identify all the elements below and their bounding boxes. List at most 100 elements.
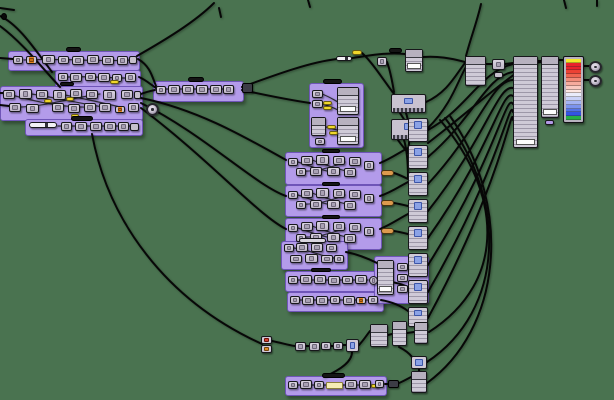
gh-component-capsl[interactable]	[299, 238, 326, 243]
gh-component-std[interactable]	[72, 56, 84, 65]
gh-component-yslider[interactable]	[323, 101, 332, 105]
gh-component-colcomp[interactable]	[408, 145, 428, 169]
gh-component-tallpanel[interactable]	[337, 87, 359, 115]
gh-component-orange[interactable]	[115, 106, 125, 113]
gh-component-std[interactable]	[85, 73, 96, 81]
gh-component-std[interactable]	[210, 85, 222, 94]
gh-component-std[interactable]	[327, 167, 340, 176]
gh-component-std[interactable]	[117, 56, 128, 65]
gh-component-bigpanel[interactable]	[541, 56, 559, 118]
gh-component-std[interactable]	[333, 156, 345, 165]
gh-component-std[interactable]	[321, 255, 333, 263]
gh-component-std[interactable]	[330, 296, 340, 304]
gh-component-colcomp[interactable]	[408, 172, 428, 196]
gh-component-circle[interactable]	[146, 103, 159, 116]
gh-component-std[interactable]	[128, 103, 139, 112]
gh-component-std[interactable]	[288, 381, 298, 389]
gh-component-opill[interactable]	[381, 200, 394, 206]
gh-component-std[interactable]	[99, 103, 111, 112]
gh-component-std[interactable]	[300, 275, 312, 284]
gh-component-std[interactable]	[36, 90, 48, 99]
gh-component-dark[interactable]	[322, 373, 345, 378]
gh-component-std[interactable]	[19, 89, 32, 99]
gh-component-std[interactable]	[103, 90, 116, 100]
gh-component-std[interactable]	[3, 90, 15, 99]
gh-component-circle[interactable]	[589, 61, 602, 73]
gh-component-circle[interactable]	[589, 75, 602, 87]
gh-component-panelrows[interactable]	[370, 324, 388, 347]
gh-component-std[interactable]	[310, 200, 322, 209]
gh-component-std[interactable]	[327, 233, 340, 242]
gh-component-std[interactable]	[196, 85, 208, 94]
gh-component-yslider[interactable]	[323, 106, 332, 110]
gh-component-std[interactable]	[343, 296, 355, 305]
gh-component-orange[interactable]	[26, 56, 37, 64]
gh-component-std[interactable]	[334, 255, 344, 263]
gh-component-dark[interactable]	[188, 77, 204, 82]
gh-component-reddot[interactable]	[261, 336, 272, 344]
gh-component-colcomp[interactable]	[408, 253, 428, 277]
gh-component-legend[interactable]	[563, 56, 584, 123]
gh-component-std[interactable]	[344, 168, 356, 177]
gh-component-yslider[interactable]	[66, 97, 74, 101]
gh-component-std[interactable]	[368, 296, 378, 304]
gh-component-dark[interactable]	[323, 79, 342, 84]
gh-component-std[interactable]	[316, 188, 329, 198]
gh-component-panelrows[interactable]	[465, 56, 486, 86]
gh-component-std[interactable]	[68, 104, 80, 113]
gh-component-std[interactable]	[102, 56, 114, 65]
gh-component-std[interactable]	[345, 380, 357, 389]
gh-component-std[interactable]	[70, 89, 82, 98]
gh-component-std[interactable]	[26, 104, 39, 113]
gh-component-std[interactable]	[310, 167, 322, 176]
gh-component-bluecomp[interactable]	[411, 356, 427, 369]
gh-component-std[interactable]	[223, 85, 234, 94]
gh-component-std[interactable]	[364, 227, 374, 236]
gh-component-small[interactable]	[494, 72, 503, 78]
gh-component-colcomp[interactable]	[408, 118, 428, 142]
gh-component-std[interactable]	[125, 73, 136, 82]
gh-component-reddot2[interactable]	[261, 345, 272, 353]
gh-component-std[interactable]	[290, 255, 302, 263]
gh-component-std[interactable]	[316, 155, 329, 165]
gh-component-colcomp[interactable]	[408, 199, 428, 223]
gh-component-dark[interactable]	[322, 215, 340, 219]
gh-component-std[interactable]	[288, 158, 298, 166]
gh-component-std[interactable]	[364, 194, 374, 203]
gh-component-std[interactable]	[326, 244, 337, 252]
gh-component-std[interactable]	[349, 223, 361, 232]
gh-component-std[interactable]	[342, 276, 353, 284]
gh-component-opill[interactable]	[381, 228, 394, 234]
gh-component-dot[interactable]	[1, 13, 7, 20]
gh-component-std[interactable]	[53, 90, 66, 100]
gh-component-panelrows[interactable]	[414, 322, 428, 344]
gh-component-std[interactable]	[288, 276, 298, 284]
gh-component-std[interactable]	[9, 103, 21, 112]
gh-component-tallpanel[interactable]	[377, 260, 394, 295]
gh-component-sliderbar[interactable]	[336, 56, 352, 61]
gh-component-sliderbar[interactable]	[29, 122, 57, 128]
gh-component-std[interactable]	[359, 380, 371, 389]
gh-component-bluecomp[interactable]	[346, 339, 359, 352]
gh-component-std[interactable]	[301, 189, 313, 198]
gh-component-std[interactable]	[312, 90, 323, 98]
gh-component-std[interactable]	[377, 57, 387, 66]
gh-component-orange[interactable]	[356, 297, 366, 304]
gh-component-std[interactable]	[309, 342, 320, 351]
gh-component-std[interactable]	[98, 73, 110, 82]
gh-component-std[interactable]	[321, 342, 331, 350]
gh-component-ypanel[interactable]	[326, 382, 343, 389]
gh-component-dark2[interactable]	[388, 380, 399, 388]
gh-component-std[interactable]	[182, 85, 194, 94]
gh-component-std[interactable]	[316, 296, 328, 305]
gh-component-std[interactable]	[90, 122, 102, 131]
gh-component-std[interactable]	[397, 285, 408, 293]
gh-component-yslider[interactable]	[352, 50, 362, 55]
gh-component-std[interactable]	[288, 191, 298, 199]
gh-component-dark[interactable]	[66, 47, 81, 52]
gh-component-std[interactable]	[121, 90, 133, 99]
gh-component-std[interactable]	[118, 122, 129, 131]
gh-component-std[interactable]	[344, 201, 356, 210]
gh-component-std[interactable]	[58, 73, 68, 81]
